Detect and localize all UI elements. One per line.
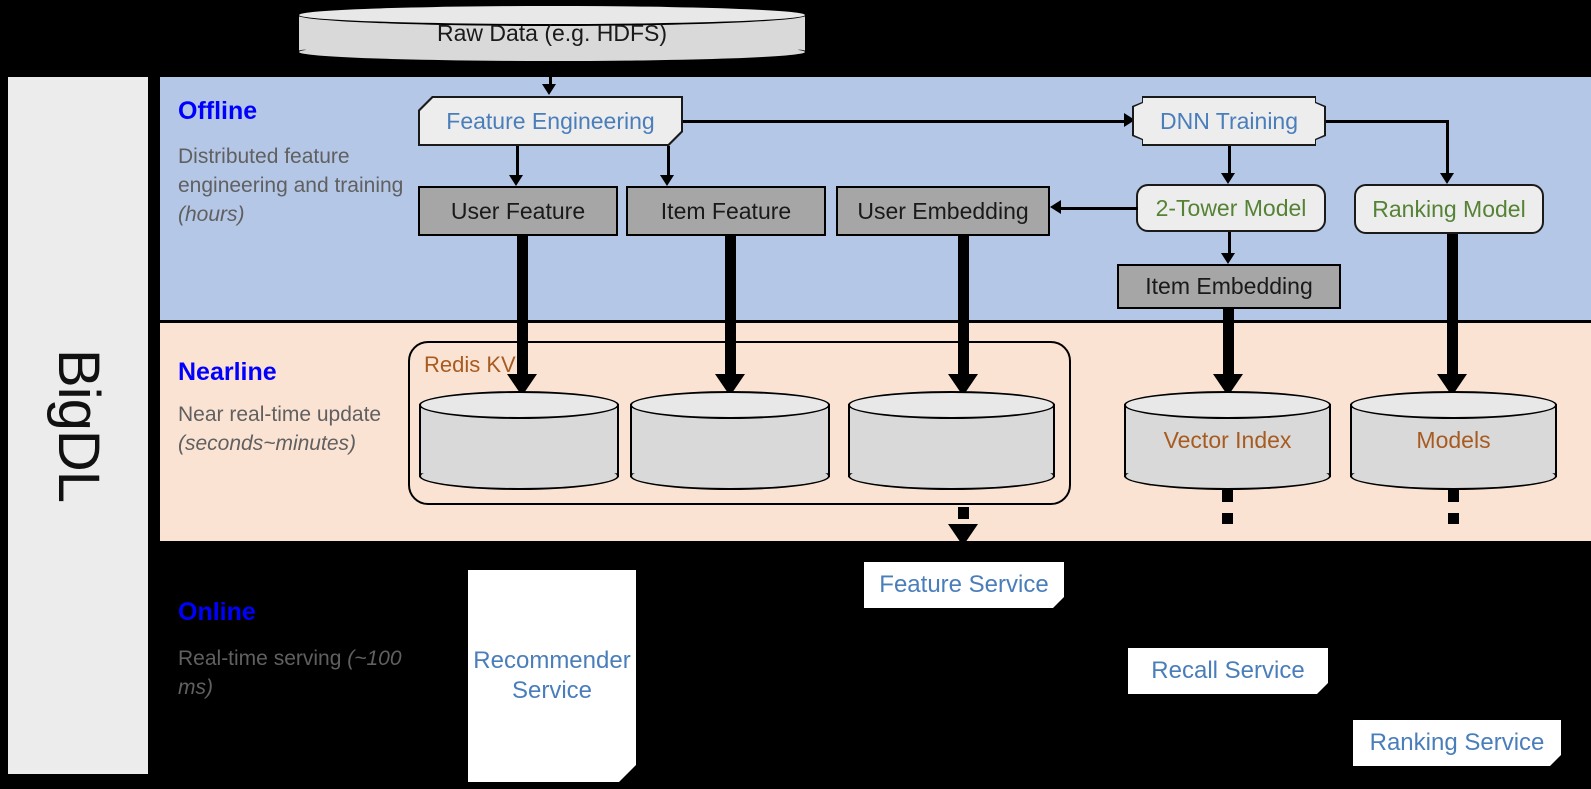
dashed-connector-redis-stub bbox=[958, 507, 969, 519]
band-desc-online-italic: (~100 ms) bbox=[178, 647, 402, 699]
arrow-fe-to-itemfeature-head bbox=[660, 175, 674, 186]
ranking-model-label: Ranking Model bbox=[1372, 195, 1526, 222]
cylinder-body bbox=[419, 404, 619, 477]
dnn-training-label: DNN Training bbox=[1159, 107, 1299, 134]
thick-arrow-itemembedding-line bbox=[1223, 309, 1234, 378]
page-fold-icon bbox=[1317, 683, 1328, 694]
arrow-fe-to-userfeature-head bbox=[509, 175, 523, 186]
arrow-dnn-to-twotower-head bbox=[1221, 173, 1235, 184]
thick-arrow-itemfeature-line bbox=[725, 236, 736, 378]
page-fold-icon bbox=[1053, 597, 1064, 608]
item-feature-label: Item Feature bbox=[660, 197, 792, 224]
dashed-connector-models-stub2 bbox=[1448, 513, 1459, 524]
band-desc-online: Real-time serving (~100 ms) bbox=[178, 645, 408, 703]
bigdl-sidebar-panel: BigDL bbox=[8, 77, 148, 774]
recall-service-label: Recall Service bbox=[1151, 657, 1305, 684]
recommender-service-node[interactable]: Recommender Service bbox=[468, 570, 636, 782]
cylinder-top bbox=[1124, 391, 1331, 419]
arrow-twotower-to-itemembedding-line bbox=[1228, 232, 1231, 258]
thick-arrow-userembedding-line bbox=[958, 236, 969, 378]
feature-engineering-inner: Feature Engineering bbox=[420, 98, 681, 144]
vector-index-store[interactable]: Vector Index bbox=[1124, 391, 1331, 490]
band-title-online: Online bbox=[178, 598, 256, 626]
redis-cylinder-item-feature[interactable] bbox=[630, 391, 830, 490]
cylinder-top bbox=[297, 4, 807, 26]
cylinder-top bbox=[630, 391, 830, 419]
arrow-twotower-to-userembedding-line bbox=[1060, 207, 1138, 210]
cylinder-top bbox=[419, 391, 619, 419]
vector-index-label: Vector Index bbox=[1163, 427, 1292, 453]
arrow-dnn-to-ranking-head bbox=[1440, 173, 1454, 184]
arrow-dnn-to-ranking-h bbox=[1326, 120, 1448, 123]
user-embedding-node[interactable]: User Embedding bbox=[836, 186, 1050, 236]
user-feature-label: User Feature bbox=[450, 197, 586, 224]
band-desc-nearline-plain: Near real-time update bbox=[178, 403, 382, 426]
arrow-fe-to-dnn-line bbox=[683, 120, 1126, 123]
user-feature-node[interactable]: User Feature bbox=[418, 186, 618, 236]
cylinder-top bbox=[1350, 391, 1557, 419]
user-embedding-label: User Embedding bbox=[857, 197, 1029, 224]
two-tower-model-node[interactable]: 2-Tower Model bbox=[1136, 184, 1326, 232]
band-desc-offline-italic: (hours) bbox=[178, 202, 245, 226]
dnn-training-node[interactable]: DNN Training bbox=[1132, 96, 1326, 146]
dashed-connector-vectorindex-stub1 bbox=[1222, 490, 1233, 502]
feature-service-label: Feature Service bbox=[879, 571, 1049, 598]
raw-data-store[interactable]: Raw Data (e.g. HDFS) bbox=[297, 4, 807, 63]
feature-engineering-label: Feature Engineering bbox=[446, 107, 655, 134]
item-embedding-node[interactable]: Item Embedding bbox=[1117, 264, 1341, 309]
band-title-offline: Offline bbox=[178, 97, 258, 125]
item-feature-node[interactable]: Item Feature bbox=[626, 186, 826, 236]
models-label: Models bbox=[1416, 427, 1491, 453]
dashed-connector-redis-head bbox=[948, 524, 978, 546]
redis-kv-container[interactable] bbox=[408, 341, 1071, 505]
models-store[interactable]: Models bbox=[1350, 391, 1557, 490]
band-desc-online-plain: Real-time serving bbox=[178, 647, 348, 670]
band-desc-nearline: Near real-time update (seconds~minutes) bbox=[178, 401, 408, 459]
arrow-dnn-to-ranking-v bbox=[1446, 120, 1449, 176]
arrow-fe-to-userfeature-line bbox=[516, 146, 519, 178]
recommender-service-label-line2: Service bbox=[511, 677, 593, 704]
recall-service-node[interactable]: Recall Service bbox=[1128, 648, 1328, 694]
feature-engineering-node[interactable]: Feature Engineering bbox=[418, 96, 683, 146]
arrow-rawdata-to-fe-head bbox=[542, 84, 556, 95]
page-fold-icon bbox=[619, 765, 636, 782]
band-title-nearline: Nearline bbox=[178, 358, 277, 386]
page-fold-icon bbox=[1550, 755, 1561, 766]
arrow-rawdata-to-fe-line bbox=[549, 63, 552, 88]
band-desc-offline: Distributed feature engineering and trai… bbox=[178, 143, 408, 230]
band-desc-offline-plain: Distributed feature engineering and trai… bbox=[178, 145, 404, 197]
raw-data-label: Raw Data (e.g. HDFS) bbox=[436, 20, 668, 46]
cylinder-top bbox=[848, 391, 1055, 419]
feature-service-node[interactable]: Feature Service bbox=[864, 562, 1064, 608]
thick-arrow-rankingmodel-line bbox=[1447, 234, 1458, 378]
arrow-twotower-to-userembedding-head bbox=[1050, 200, 1061, 214]
redis-cylinder-user-embedding[interactable] bbox=[848, 391, 1055, 490]
bigdl-label: BigDL bbox=[45, 349, 111, 502]
dashed-connector-vectorindex-stub2 bbox=[1222, 513, 1233, 524]
dashed-connector-models-stub1 bbox=[1448, 490, 1459, 502]
arrow-twotower-to-itemembedding-head bbox=[1221, 253, 1235, 264]
recommender-service-label-line1: Recommender bbox=[473, 647, 631, 674]
dnn-training-inner: DNN Training bbox=[1134, 98, 1324, 144]
redis-cylinder-user-feature[interactable] bbox=[419, 391, 619, 490]
item-embedding-label: Item Embedding bbox=[1145, 273, 1313, 299]
redis-kv-label: Redis KV bbox=[424, 352, 516, 377]
arrow-fe-to-itemfeature-line bbox=[667, 146, 670, 178]
ranking-service-label: Ranking Service bbox=[1369, 729, 1545, 756]
ranking-model-node[interactable]: Ranking Model bbox=[1354, 184, 1544, 234]
band-desc-nearline-italic: (seconds~minutes) bbox=[178, 431, 356, 455]
ranking-service-node[interactable]: Ranking Service bbox=[1353, 720, 1561, 766]
arrow-dnn-to-twotower-line bbox=[1228, 146, 1231, 176]
two-tower-model-label: 2-Tower Model bbox=[1155, 194, 1307, 221]
thick-arrow-userfeature-line bbox=[517, 236, 528, 378]
